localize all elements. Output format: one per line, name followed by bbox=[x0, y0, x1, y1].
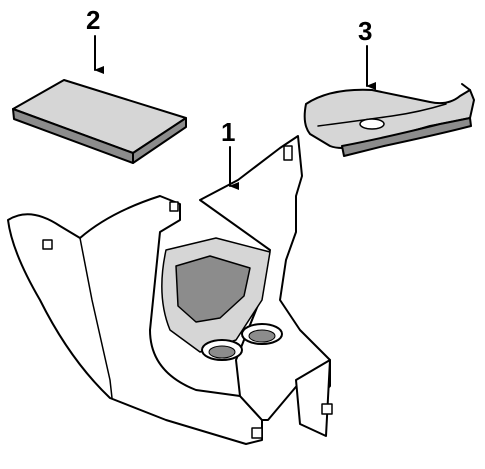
part-2-side-edge bbox=[132, 117, 187, 164]
callout-3-label: 3 bbox=[358, 16, 372, 46]
callout-2-label: 2 bbox=[86, 5, 100, 35]
part-3-lid-crease bbox=[317, 103, 447, 127]
part-3-latch bbox=[359, 118, 385, 130]
part-1-tab-top bbox=[169, 201, 179, 212]
part-1-tab-right bbox=[321, 403, 333, 415]
part-3-hinge-tab bbox=[461, 83, 471, 91]
part-2-pad bbox=[12, 79, 187, 164]
part-1-tab-bottom bbox=[251, 427, 263, 439]
part-1-right-flange bbox=[295, 359, 331, 437]
part-3-armrest bbox=[303, 83, 475, 157]
part-1-tower-slot bbox=[283, 145, 293, 161]
part-1-tab-upper-left bbox=[42, 239, 53, 250]
part-1-cup-holder-left-well bbox=[208, 345, 236, 359]
callout-1-label: 1 bbox=[221, 117, 235, 147]
part-1-left-panel-fold bbox=[79, 237, 113, 399]
part-1-console bbox=[7, 135, 333, 445]
part-3-hinge-bar bbox=[341, 117, 472, 157]
part-1-cup-holder-right-well bbox=[248, 329, 276, 343]
part-1-bin-recess bbox=[175, 255, 251, 323]
